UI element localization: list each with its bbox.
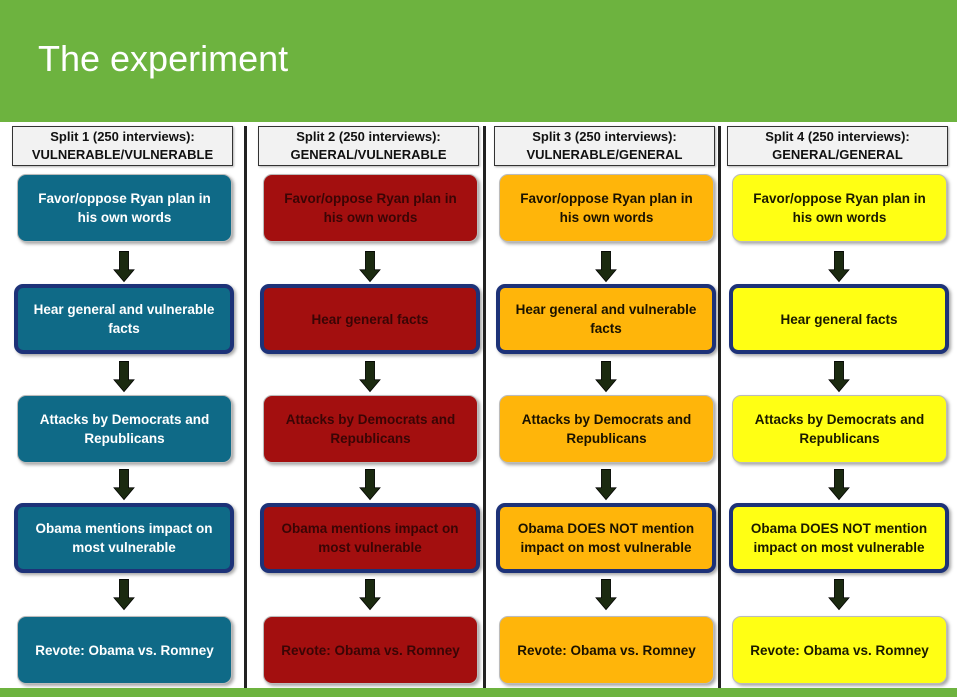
split-3-step-1: Favor/oppose Ryan plan in his own words: [499, 174, 714, 242]
split-3-heading-line1: Split 3 (250 interviews):: [532, 129, 677, 144]
down-arrow-icon: [595, 579, 617, 611]
split-2-heading-line2: GENERAL/VULNERABLE: [290, 147, 447, 162]
split-2-step-4: Obama mentions impact on most vulnerable: [260, 503, 480, 573]
down-arrow-icon: [113, 361, 135, 393]
split-2-step-3: Attacks by Democrats and Republicans: [263, 395, 478, 463]
column-separator: [483, 126, 486, 688]
title-banner: The experiment: [0, 0, 957, 122]
split-2-step-1: Favor/oppose Ryan plan in his own words: [263, 174, 478, 242]
split-2-heading-line1: Split 2 (250 interviews):: [296, 129, 441, 144]
split-1-step-2: Hear general and vulnerable facts: [14, 284, 234, 354]
split-1-step-4: Obama mentions impact on most vulnerable: [14, 503, 234, 573]
split-4-heading-line1: Split 4 (250 interviews):: [765, 129, 910, 144]
split-1-column: Split 1 (250 interviews): VULNERABLE/VUL…: [12, 126, 234, 688]
down-arrow-icon: [359, 361, 381, 393]
footer-bar: [0, 688, 957, 697]
page-title: The experiment: [38, 38, 289, 79]
column-separator: [244, 126, 247, 688]
split-1-heading: Split 1 (250 interviews): VULNERABLE/VUL…: [12, 126, 233, 166]
down-arrow-icon: [828, 579, 850, 611]
split-1-heading-line1: Split 1 (250 interviews):: [50, 129, 195, 144]
down-arrow-icon: [113, 251, 135, 283]
split-3-step-2: Hear general and vulnerable facts: [496, 284, 716, 354]
column-separator: [718, 126, 721, 688]
split-4-step-4: Obama DOES NOT mention impact on most vu…: [729, 503, 949, 573]
split-4-step-3: Attacks by Democrats and Republicans: [732, 395, 947, 463]
split-4-step-5: Revote: Obama vs. Romney: [732, 616, 947, 684]
split-2-heading: Split 2 (250 interviews): GENERAL/VULNER…: [258, 126, 479, 166]
split-2-step-5: Revote: Obama vs. Romney: [263, 616, 478, 684]
split-1-step-1: Favor/oppose Ryan plan in his own words: [17, 174, 232, 242]
split-4-column: Split 4 (250 interviews): GENERAL/GENERA…: [727, 126, 949, 688]
down-arrow-icon: [113, 579, 135, 611]
down-arrow-icon: [828, 469, 850, 501]
down-arrow-icon: [113, 469, 135, 501]
down-arrow-icon: [595, 361, 617, 393]
split-3-column: Split 3 (250 interviews): VULNERABLE/GEN…: [494, 126, 716, 688]
down-arrow-icon: [359, 579, 381, 611]
down-arrow-icon: [828, 361, 850, 393]
split-4-step-1: Favor/oppose Ryan plan in his own words: [732, 174, 947, 242]
down-arrow-icon: [595, 251, 617, 283]
split-4-heading-line2: GENERAL/GENERAL: [772, 147, 903, 162]
split-3-heading-line2: VULNERABLE/GENERAL: [526, 147, 683, 162]
split-3-heading: Split 3 (250 interviews): VULNERABLE/GEN…: [494, 126, 715, 166]
down-arrow-icon: [359, 251, 381, 283]
split-3-step-5: Revote: Obama vs. Romney: [499, 616, 714, 684]
down-arrow-icon: [828, 251, 850, 283]
split-3-step-4: Obama DOES NOT mention impact on most vu…: [496, 503, 716, 573]
down-arrow-icon: [359, 469, 381, 501]
split-1-heading-line2: VULNERABLE/VULNERABLE: [31, 147, 214, 162]
split-3-step-3: Attacks by Democrats and Republicans: [499, 395, 714, 463]
split-4-heading: Split 4 (250 interviews): GENERAL/GENERA…: [727, 126, 948, 166]
split-2-column: Split 2 (250 interviews): GENERAL/VULNER…: [258, 126, 480, 688]
split-2-step-2: Hear general facts: [260, 284, 480, 354]
split-1-step-5: Revote: Obama vs. Romney: [17, 616, 232, 684]
down-arrow-icon: [595, 469, 617, 501]
split-1-step-3: Attacks by Democrats and Republicans: [17, 395, 232, 463]
split-4-step-2: Hear general facts: [729, 284, 949, 354]
